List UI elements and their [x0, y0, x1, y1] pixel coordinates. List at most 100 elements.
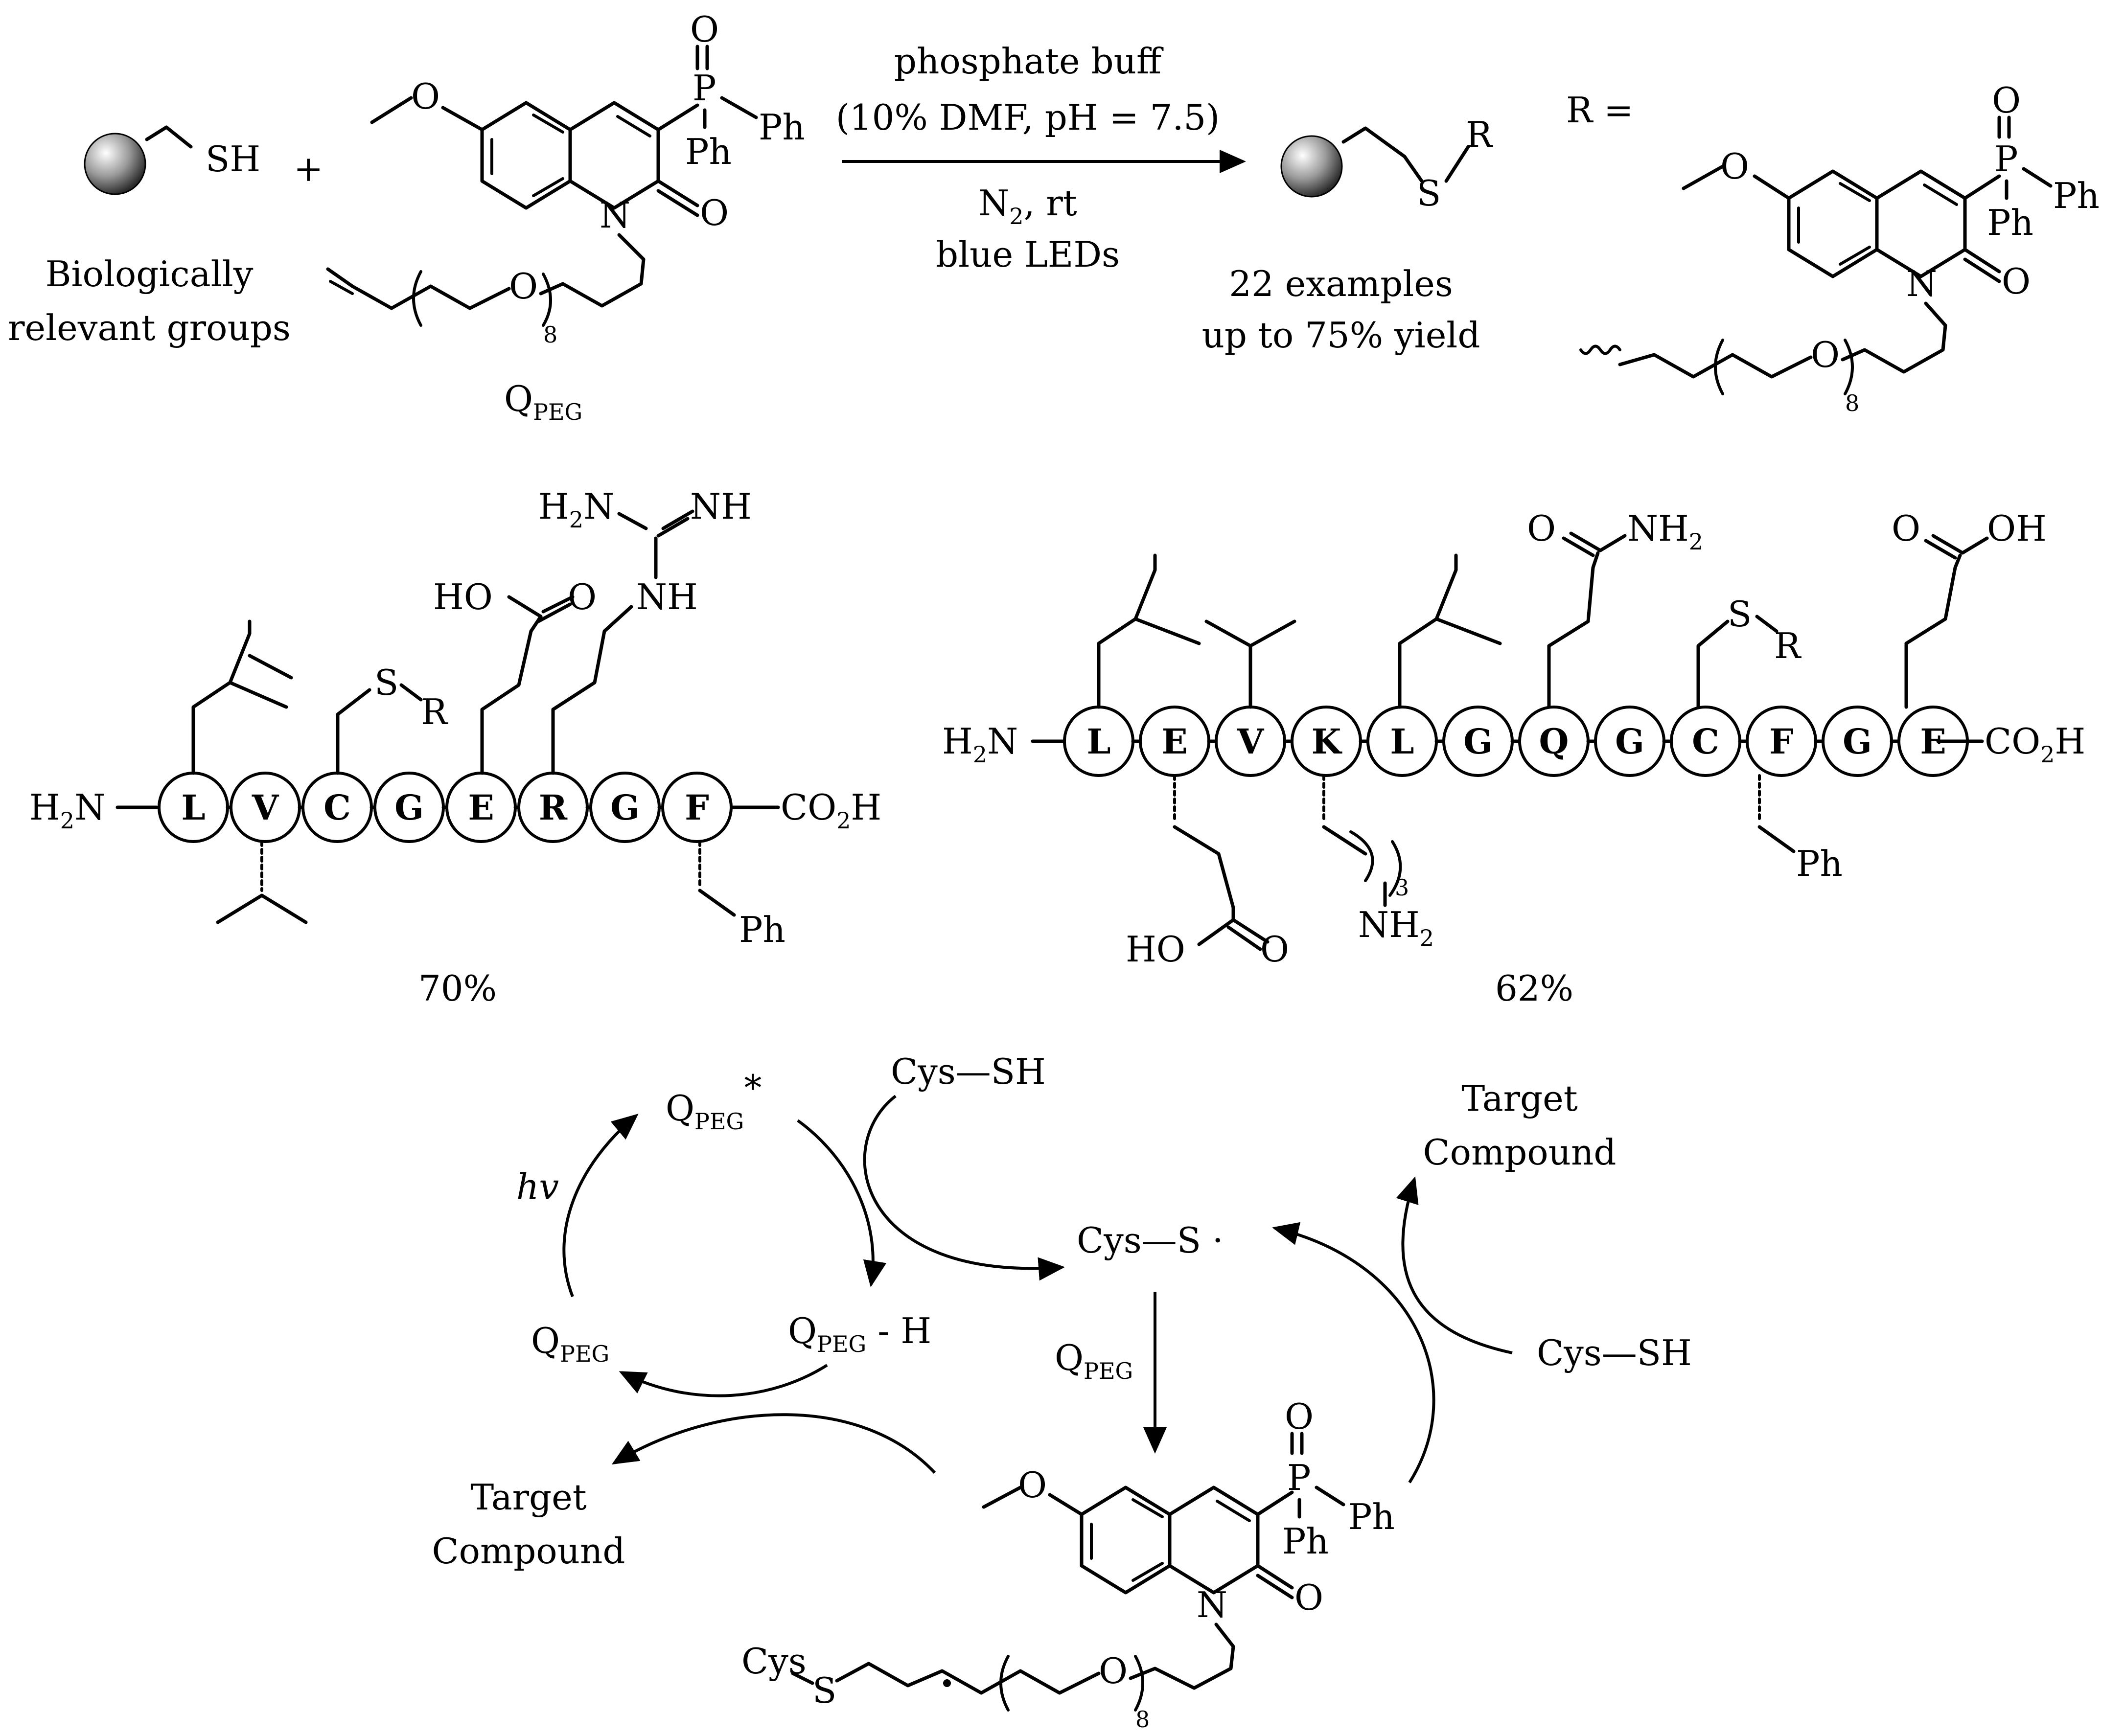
adduct-p-ph-bond-1: [1315, 1485, 1345, 1507]
peptide2-residue-label: E: [1161, 721, 1187, 762]
terminal-alkene-bond: [329, 280, 354, 295]
pep2-cys-side-chain: [1696, 619, 1730, 709]
peptide1-arg-nh2-label: NH: [690, 486, 752, 527]
pep2-glu2-side-chain: [1904, 553, 1962, 709]
peptide1-residue-label: L: [181, 787, 205, 828]
r-peg-bracket-right: [1844, 339, 1854, 395]
peptide1-arg-nh-label: NH: [636, 576, 698, 617]
peg-repeat-label: 8: [543, 321, 557, 348]
examples-count: 22 examples: [1229, 263, 1453, 304]
substrate-caption-line2: relevant groups: [8, 307, 291, 348]
solid-support-bead: [84, 133, 146, 195]
adduct-cys-label: Cys: [741, 1641, 807, 1682]
adduct-carbonyl-o-label: O: [1294, 1577, 1323, 1618]
peptide1-residue-label: V: [252, 787, 279, 828]
peptide1-c-terminus: CO2H: [781, 787, 881, 834]
cys-s-r-bond: [399, 683, 423, 702]
cys-sh-right-label: Cys—SH: [1537, 1332, 1692, 1373]
peptide1-glu-ho-label: HO: [433, 576, 493, 617]
peg-bracket-left: [412, 270, 422, 327]
peptide2-yield: 62%: [1495, 968, 1573, 1009]
plus-sign: +: [294, 148, 323, 189]
adduct-peg-chain: [835, 1662, 1101, 1695]
pep2-leu2-side-chain: [1398, 553, 1502, 709]
phosphorus-label: P: [693, 68, 716, 109]
chain-transfer-arrow: [1272, 1222, 1435, 1484]
methoxy-o-label: O: [411, 76, 440, 117]
r-phenyl-label-2: Ph: [1987, 202, 2033, 243]
qpeg-structure: O P O Ph Ph O N O 8 QPEG: [326, 9, 805, 425]
qpeg-ground-label: QPEG: [531, 1320, 609, 1367]
adduct-phosphoryl-o-label: O: [1285, 1396, 1314, 1437]
pep2-glu1-chain: [1173, 825, 1270, 951]
adduct-n-alkyl-chain: [1129, 1622, 1235, 1690]
methoxy-bond: [370, 96, 413, 124]
r-methoxy-o-label: O: [1720, 146, 1749, 187]
r-n-alkyl-chain: [1841, 301, 1947, 374]
peptide1-n-terminus: H2N: [29, 787, 105, 834]
qpeg-addition-label: QPEG: [1055, 1337, 1133, 1384]
adduct-peg-repeat-label: 8: [1135, 1706, 1150, 1733]
peptide2-residue-label: F: [1769, 721, 1794, 762]
cys-side-chain: [336, 688, 371, 775]
light-label: hv: [516, 1166, 559, 1207]
thiyl-formation-arrow: [863, 1095, 1065, 1281]
r-attachment-wavy-bond: [1579, 344, 1621, 355]
val-branch: [216, 893, 308, 924]
adduct-benzene-double-bonds: [1090, 1498, 1164, 1582]
adduct-pyridinone-ring: [1168, 1485, 1260, 1595]
peptide2-residue-label: C: [1692, 721, 1719, 762]
target-formation-arrow-right: [1396, 1176, 1513, 1354]
r-methoxy-bond: [1682, 164, 1725, 190]
adduct-phosphorus-label: P: [1287, 1457, 1311, 1498]
c-p-bond: [656, 103, 699, 132]
phenyl-label-1: Ph: [759, 107, 805, 148]
target-compound-right-line2: Compound: [1423, 1132, 1617, 1173]
peptide2-residue-label: G: [1463, 721, 1493, 762]
peptide1-residue-label: E: [468, 787, 494, 828]
product-s-label: S: [1417, 173, 1441, 214]
methoxy-o-ring-bond: [441, 106, 484, 132]
adduct-peg-bracket-left: [999, 1655, 1010, 1712]
phe-benzyl-bond: [698, 889, 736, 917]
adduct-methoxy-bond: [982, 1485, 1022, 1509]
peptide1-cys-s-label: S: [374, 662, 398, 703]
r-peg-repeat-label: 8: [1845, 390, 1859, 416]
r-p-ph-bond-1: [2022, 167, 2053, 188]
peptide2-n-terminus: H2N: [942, 721, 1018, 768]
adduct-peg-o-label: O: [1099, 1650, 1128, 1691]
peptide1-residue-label: F: [685, 787, 709, 828]
r-group-definition: R = O P O Ph Ph O N O 8: [1566, 80, 2100, 416]
pep2-lys-bracket-left: [1349, 830, 1374, 882]
pyridinone-double-bond: [616, 115, 651, 137]
mechanism: QPEG* hv QPEG QPEG - H Cys—SH Target Com…: [432, 1051, 1692, 1733]
peptide1-residue-label: C: [323, 787, 351, 828]
peptide1-cys-r-label: R: [421, 691, 448, 732]
target-compound-right-line1: Target: [1461, 1078, 1577, 1119]
pep2-glu2-oh-label: OH: [1987, 508, 2047, 549]
r-carbonyl-double-bond: [1963, 248, 2001, 283]
p-o-double-bond: [695, 45, 709, 70]
adduct-ring-n-label: N: [1197, 1584, 1227, 1625]
benzene-double-bonds: [490, 114, 564, 197]
adduct-methoxy-ring-bond: [1048, 1493, 1084, 1516]
peptide2-residue-label: G: [1615, 721, 1644, 762]
r-peg-chain: [1618, 353, 1813, 379]
pep2-glu2-o-label: O: [1892, 508, 1920, 549]
pep2-lys-chain: [1322, 825, 1367, 856]
target-compound-left-line2: Compound: [432, 1530, 625, 1572]
leu-side-chain: [191, 619, 288, 775]
thiol-linker-bond: [145, 125, 193, 149]
conditions-line4: blue LEDs: [936, 234, 1120, 275]
product-bead: [1280, 135, 1343, 198]
adduct-peg-bracket-right: [1134, 1655, 1144, 1712]
pep2-phe-label: Ph: [1796, 843, 1843, 884]
radical-dot: [943, 1679, 951, 1687]
peptide1-phe-label: Ph: [739, 909, 785, 950]
pep2-glu1-o-label: O: [1260, 929, 1289, 970]
pep2-glu2-carboxyl-bonds: [1924, 534, 1989, 560]
photoexcitation-arrow: [562, 1114, 639, 1298]
cys-sh-top-label: Cys—SH: [891, 1051, 1046, 1092]
peptide1-glu-o-label: O: [568, 576, 597, 617]
